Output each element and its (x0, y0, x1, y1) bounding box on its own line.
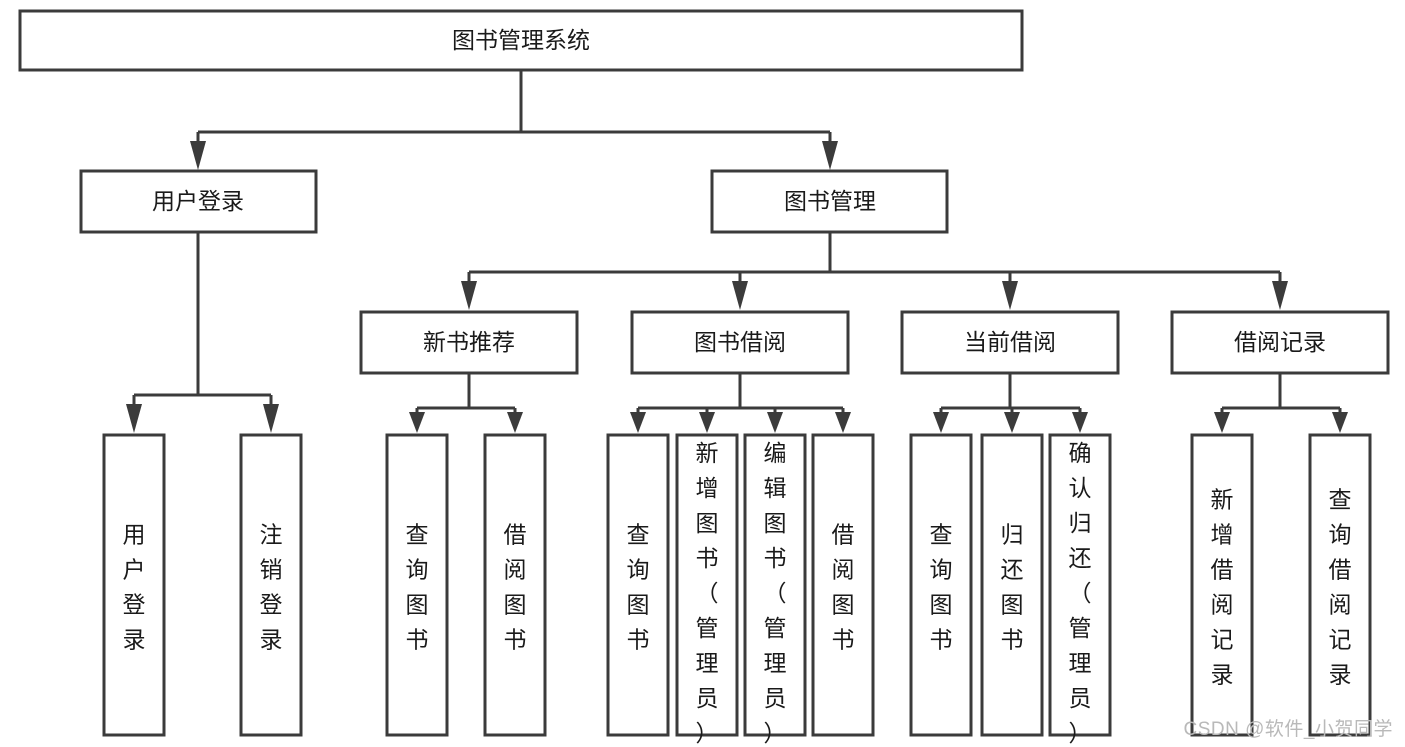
node-leaf-edit-book-admin-label: 编辑图书（管理员） (764, 440, 787, 746)
node-leaf-query-book-bb-label: 查询图书 (627, 521, 650, 652)
arrow-head-leaf-add-book-admin (699, 412, 715, 433)
node-root-box[interactable] (18, 9, 1024, 72)
node-leaf-add-borrow-record-box[interactable] (1190, 433, 1254, 737)
leaf-box-layer (102, 433, 1372, 737)
arrow-head-leaf-borrow-book-bb (835, 412, 851, 433)
node-user-login[interactable]: 用户登录 (79, 169, 318, 234)
arrow-head-leaf-user-logout (263, 404, 279, 433)
arrow-head-borrow-record (1272, 281, 1288, 310)
node-leaf-query-borrow-record-box[interactable] (1308, 433, 1372, 737)
arrow-head-leaf-add-borrow-record (1214, 412, 1230, 433)
arrow-head-leaf-query-book-bb (630, 412, 646, 433)
arrow-head-leaf-user-login (126, 404, 142, 433)
node-leaf-borrow-book-nbr-label: 借阅图书 (504, 521, 527, 652)
node-book-manage[interactable]: 图书管理 (710, 169, 949, 234)
arrow-head-leaf-query-book-nbr (409, 412, 425, 433)
node-leaf-add-borrow-record-label: 新增借阅记录 (1211, 486, 1234, 687)
node-new-book-recommend[interactable]: 新书推荐 (359, 310, 579, 375)
node-book-manage-label: 图书管理 (784, 188, 876, 214)
arrow-head-book-borrow (732, 281, 748, 310)
arrow-head-leaf-confirm-return-admin (1072, 412, 1088, 433)
node-leaf-query-book-nbr-label: 查询图书 (406, 521, 429, 652)
node-new-book-recommend-box[interactable] (359, 310, 579, 375)
node-book-manage-box[interactable] (710, 169, 949, 234)
node-leaf-add-book-admin-box[interactable] (675, 433, 739, 737)
node-user-login-box[interactable] (79, 169, 318, 234)
arrow-head-leaf-query-borrow-record (1332, 412, 1348, 433)
arrow-head-current-borrow (1002, 281, 1018, 310)
node-root-label: 图书管理系统 (452, 27, 590, 53)
node-leaf-query-book-cb-label: 查询图书 (930, 521, 953, 652)
arrow-head-leaf-borrow-book-nbr (507, 412, 523, 433)
node-new-book-recommend-label: 新书推荐 (423, 329, 515, 355)
node-leaf-user-logout-box[interactable] (239, 433, 303, 737)
node-leaf-user-login-label: 用户登录 (123, 521, 146, 652)
node-book-borrow-box[interactable] (630, 310, 850, 375)
node-leaf-borrow-book-bb-label: 借阅图书 (832, 521, 855, 652)
node-book-borrow-label: 图书借阅 (694, 329, 786, 355)
arrow-head-leaf-query-book-cb (933, 412, 949, 433)
node-current-borrow-box[interactable] (900, 310, 1120, 375)
node-current-borrow[interactable]: 当前借阅 (900, 310, 1120, 375)
node-leaf-return-book-box[interactable] (980, 433, 1044, 737)
connector-layer (126, 70, 1348, 433)
node-leaf-query-book-cb-box[interactable] (909, 433, 973, 737)
node-leaf-query-book-bb-box[interactable] (606, 433, 670, 737)
arrow-head-leaf-return-book (1004, 412, 1020, 433)
node-user-login-label: 用户登录 (152, 188, 244, 214)
arrow-head-user-login (190, 141, 206, 170)
csdn-watermark: CSDN @软件_小贺同学 (1183, 719, 1393, 740)
node-leaf-borrow-book-bb-box[interactable] (811, 433, 875, 737)
node-borrow-record-label: 借阅记录 (1234, 329, 1326, 355)
node-leaf-add-book-admin-label: 新增图书（管理员） (696, 440, 719, 746)
node-leaf-query-book-nbr-box[interactable] (385, 433, 449, 737)
node-leaf-user-login-box[interactable] (102, 433, 166, 737)
node-leaf-return-book-label: 归还图书 (1001, 521, 1024, 652)
node-leaf-borrow-book-nbr-box[interactable] (483, 433, 547, 737)
leaf-label-layer: 用户登录 注销登录 查询图书 借阅图书 查询图书 新增图书（管理员） 编辑图书（… (123, 440, 1352, 746)
node-root[interactable]: 图书管理系统 (18, 9, 1024, 72)
node-current-borrow-label: 当前借阅 (964, 329, 1056, 355)
arrow-head-new-book-recommend (461, 281, 477, 310)
arrow-head-book-manage (822, 141, 838, 170)
node-borrow-record[interactable]: 借阅记录 (1170, 310, 1390, 375)
node-book-borrow[interactable]: 图书借阅 (630, 310, 850, 375)
node-leaf-edit-book-admin-box[interactable] (743, 433, 807, 737)
node-leaf-confirm-return-admin-label: 确认归还（管理员） (1069, 440, 1092, 746)
node-borrow-record-box[interactable] (1170, 310, 1390, 375)
node-leaf-confirm-return-admin-box[interactable] (1048, 433, 1112, 737)
node-leaf-query-borrow-record-label: 查询借阅记录 (1329, 486, 1352, 687)
node-leaf-user-logout-label: 注销登录 (260, 521, 283, 652)
arrow-head-leaf-edit-book-admin (767, 412, 783, 433)
